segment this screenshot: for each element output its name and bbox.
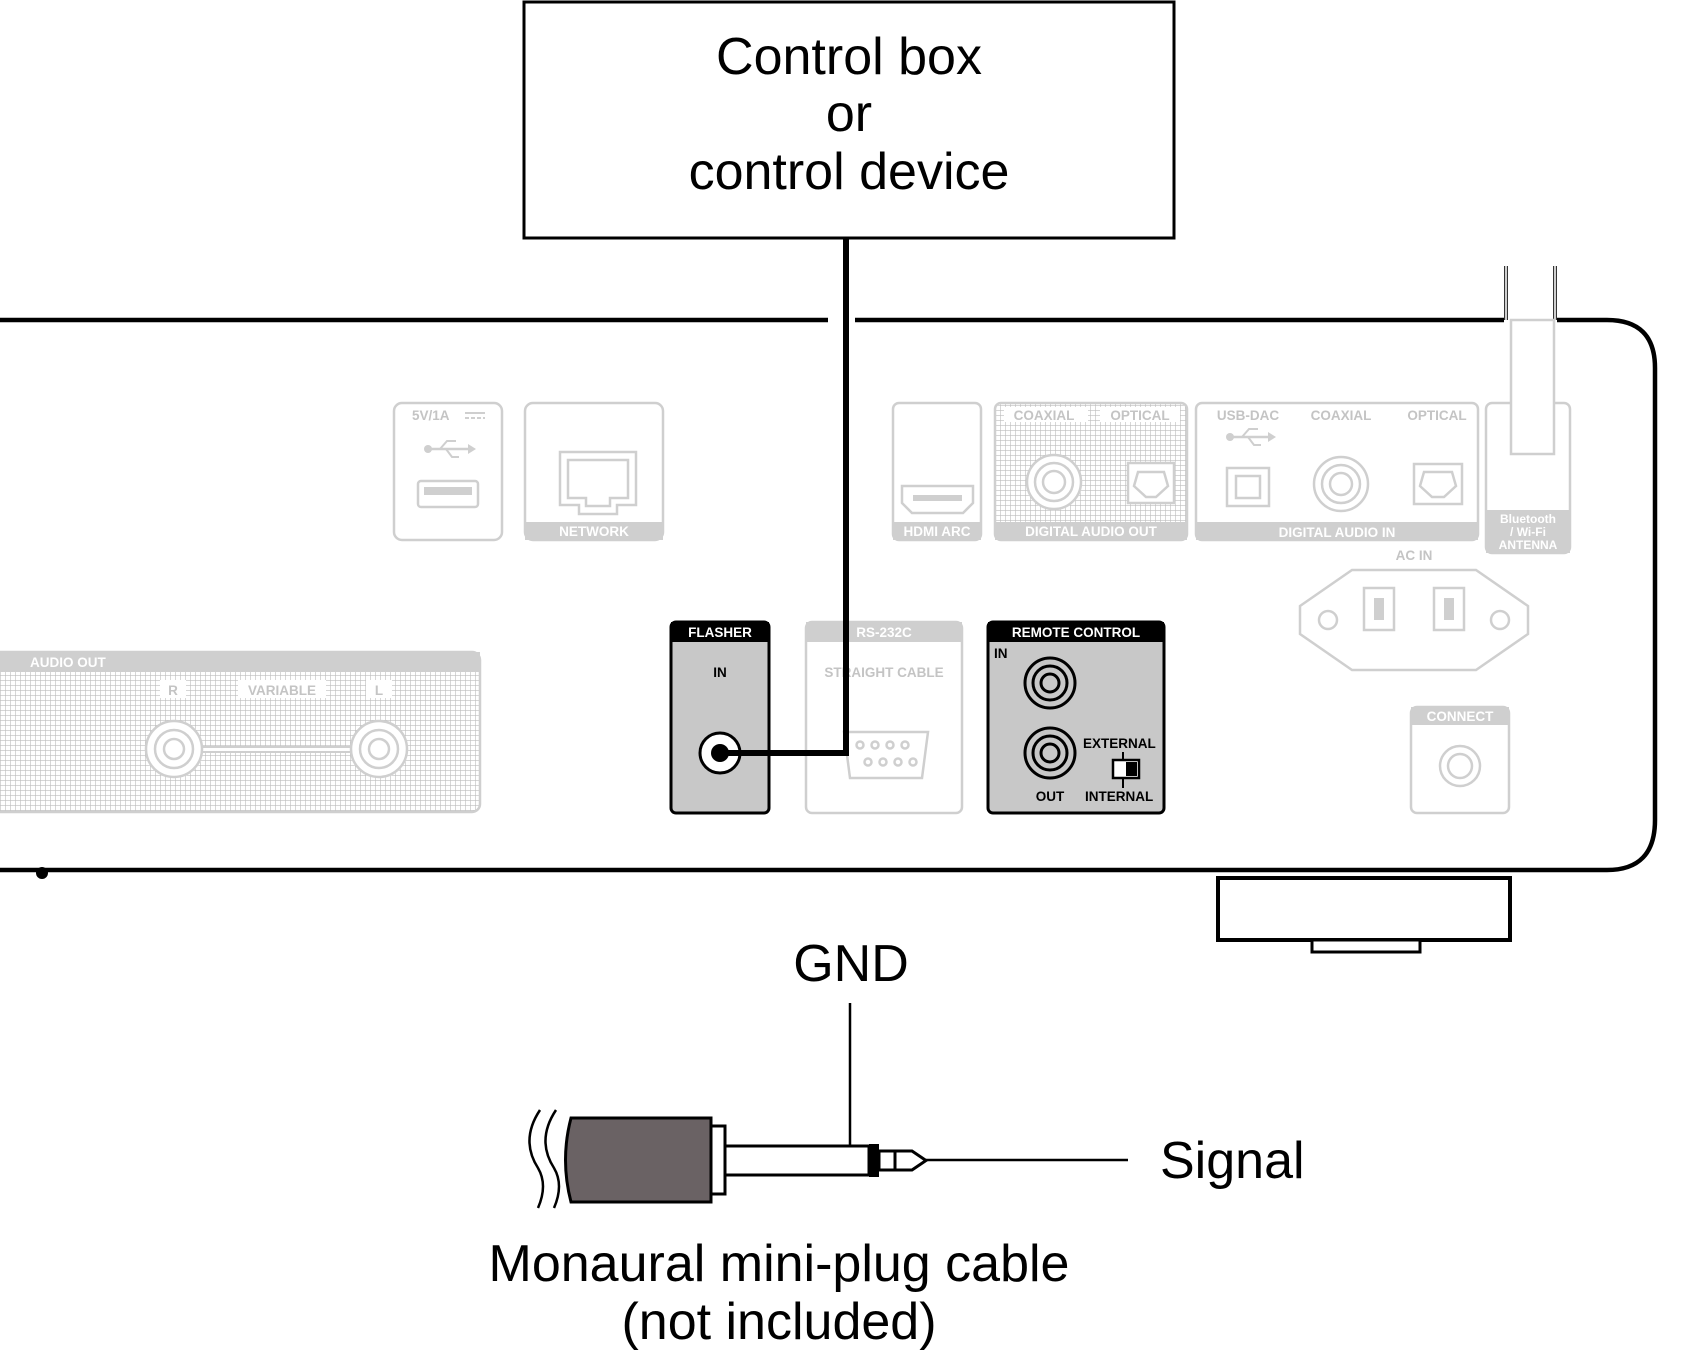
digital-out-label: DIGITAL AUDIO OUT [1025, 524, 1157, 539]
digital-in-label: DIGITAL AUDIO IN [1279, 525, 1396, 540]
remote-internal-label: INTERNAL [1085, 789, 1153, 804]
remote-out-jack-icon [1023, 726, 1077, 780]
rs232c-sub-label: STRAIGHT CABLE [824, 665, 943, 680]
audio-out-variable-label: VARIABLE [248, 683, 316, 698]
digital-out-coaxial-label: COAXIAL [1014, 408, 1075, 423]
plug-caption-line1: Monaural mini-plug cable [489, 1235, 1070, 1293]
remote-external-label: EXTERNAL [1083, 736, 1156, 751]
audio-out-l-label: L [375, 683, 383, 698]
rs232c-label: RS-232C [856, 625, 912, 640]
usb-dac-symbol-icon [1226, 428, 1276, 446]
remote-control-port: REMOTE CONTROL IN OUT EXTERNAL INTERNAL [986, 620, 1166, 815]
digital-audio-out-panel: COAXIAL OPTICAL DIGITAL AUDIO OUT [993, 401, 1189, 542]
digital-in-optical-label: OPTICAL [1407, 408, 1466, 423]
digital-audio-in-panel: USB-DAC COAXIAL OPTICAL DIGITAL AUDIO IN [1194, 401, 1480, 542]
antenna-line1: Bluetooth [1500, 512, 1556, 526]
remote-in-jack-icon [1023, 656, 1077, 710]
coaxial-in-jack-icon [1312, 455, 1370, 513]
antenna-line2: / Wi-Fi [1510, 525, 1546, 539]
device-outline [0, 266, 1658, 879]
remote-control-label: REMOTE CONTROL [1012, 625, 1140, 640]
usb-power-port: 5V/1A [392, 401, 504, 542]
signal-label: Signal [1160, 1132, 1305, 1190]
device-foot [1216, 876, 1512, 954]
usb-power-label: 5V/1A [412, 408, 450, 423]
network-label: NETWORK [559, 524, 629, 539]
ac-in-socket: AC IN [1298, 548, 1530, 672]
flasher-in-label: IN [713, 665, 727, 680]
gnd-label: GND [793, 935, 909, 993]
digital-in-usb-dac-label: USB-DAC [1217, 408, 1279, 423]
connect-button: CONNECT [1409, 705, 1511, 815]
hdmi-arc-label: HDMI ARC [904, 524, 971, 539]
rs232c-port: RS-232C STRAIGHT CABLE [804, 620, 964, 815]
antenna-port: Bluetooth / Wi-Fi ANTENNA [1484, 266, 1572, 555]
flasher-port: FLASHER IN [669, 620, 771, 815]
control-cable [713, 238, 849, 760]
connect-label: CONNECT [1427, 709, 1495, 724]
optical-in-jack-icon [1412, 462, 1464, 506]
coaxial-jack-icon [1025, 453, 1083, 511]
external-internal-switch-icon [1111, 752, 1141, 788]
flasher-label: FLASHER [688, 625, 752, 640]
control-box: Control box or control device [522, 0, 1176, 240]
usb-b-jack-icon [1225, 466, 1271, 508]
ac-in-label: AC IN [1396, 548, 1433, 563]
control-box-line3: control device [689, 143, 1010, 201]
plug-caption-line2: (not included) [621, 1293, 936, 1351]
digital-out-optical-label: OPTICAL [1110, 408, 1169, 423]
db9-connector-icon [842, 730, 930, 780]
optical-jack-icon [1126, 461, 1176, 505]
hdmi-arc-port: HDMI ARC [891, 401, 983, 542]
digital-in-coaxial-label: COAXIAL [1311, 408, 1372, 423]
mini-plug-cable [528, 1003, 1128, 1209]
audio-out-label: AUDIO OUT [30, 655, 107, 670]
audio-out-panel: AUDIO OUT R VARIABLE L [0, 650, 482, 814]
network-port: NETWORK [523, 401, 665, 542]
audio-out-r-label: R [168, 683, 178, 698]
rca-jack-l-icon [349, 719, 409, 779]
rca-jack-r-icon [144, 719, 204, 779]
remote-out-label: OUT [1036, 789, 1065, 804]
remote-in-label: IN [994, 646, 1008, 661]
control-box-line2: or [826, 85, 872, 143]
control-box-line1: Control box [716, 28, 982, 86]
antenna-line3: ANTENNA [1499, 538, 1558, 552]
usb-symbol-icon [424, 440, 476, 458]
